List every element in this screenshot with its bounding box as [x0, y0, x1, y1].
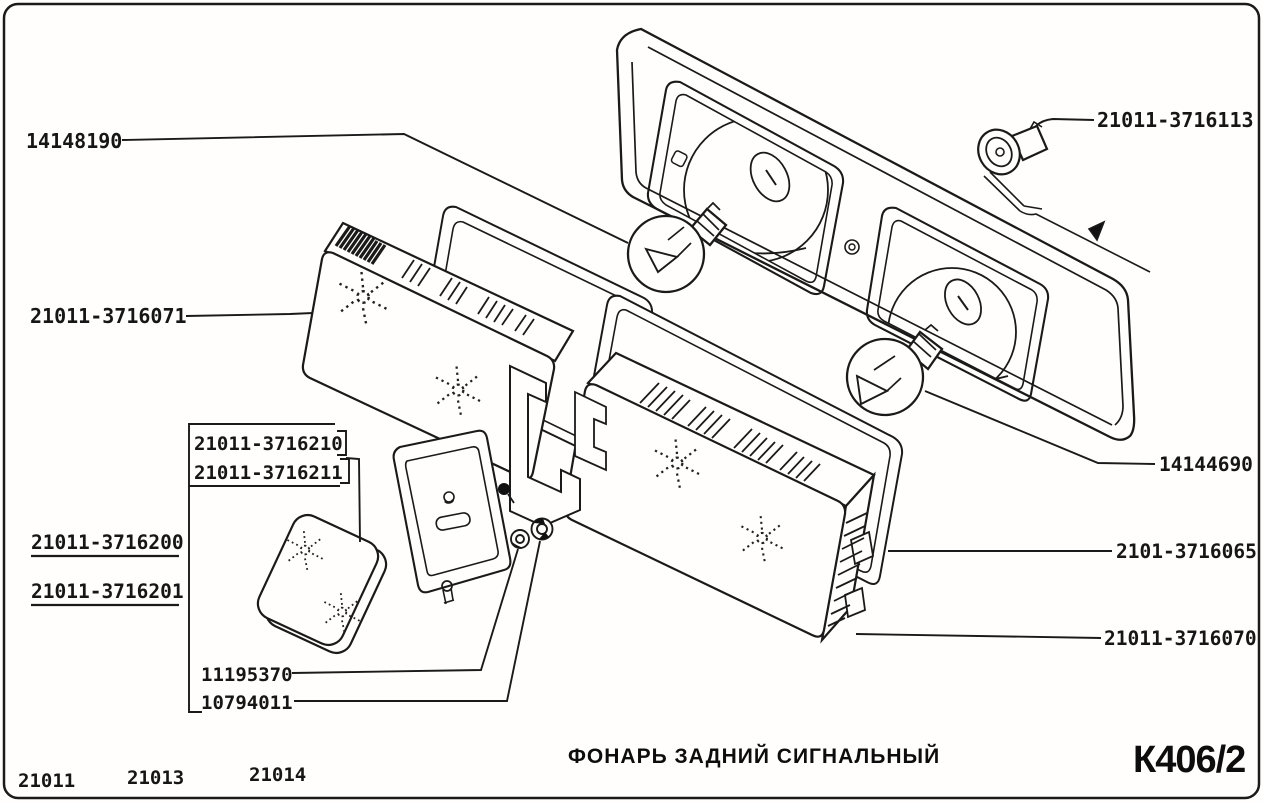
leader-washer [291, 548, 519, 674]
fasteners [510, 517, 554, 549]
slot [435, 512, 471, 531]
washer [510, 529, 530, 549]
part-label-body-variant-1: 21011-3716210 [194, 433, 343, 455]
part-label-body-variant-2: 21011-3716211 [194, 462, 343, 484]
stud [441, 580, 453, 592]
leader-socket [1035, 118, 1095, 127]
label-underlines [31, 554, 179, 607]
page-code: К406/2 [1133, 739, 1245, 781]
hatching [639, 382, 868, 627]
model-code-21014: 21014 [249, 764, 306, 786]
leader-lines [31, 118, 1156, 713]
part-label-bulb-upper: 14148190 [26, 129, 122, 153]
lamp-housing [615, 27, 1151, 441]
bulb-lower [845, 323, 944, 417]
part-label-gasket-right: 2101-3716065 [1116, 540, 1257, 563]
lens-reversing [256, 513, 388, 655]
label-group-box [188, 423, 340, 713]
screw [498, 483, 510, 495]
part-label-lens-right: 21011-3716070 [1104, 627, 1257, 650]
leader-body [345, 457, 361, 543]
diagram-title: ФОНАРЬ ЗАДНИЙ СИГНАЛЬНЫЙ [568, 744, 940, 768]
hatching [334, 225, 535, 336]
lens-right [563, 351, 876, 644]
part-label-nut: 10794011 [201, 692, 293, 714]
label-brackets [337, 430, 350, 484]
part-label-lens-left: 21011-3716071 [30, 304, 187, 328]
reversing-lamp-body [392, 429, 515, 605]
part-label-lens-reverse-1: 21011-3716200 [31, 531, 184, 554]
bulb-upper [626, 201, 728, 294]
leader-lens-right [855, 633, 1102, 639]
part-label-washer: 11195370 [201, 664, 293, 686]
leader-bulb-upper [121, 133, 629, 244]
part-label-lens-reverse-2: 21011-3716201 [31, 580, 184, 603]
leader-nut [294, 540, 541, 702]
leader-lens-left [185, 312, 314, 317]
leader-bulb-lower [924, 390, 1156, 465]
part-label-socket: 21011-3716113 [1097, 108, 1254, 132]
model-code-21013: 21013 [127, 767, 184, 789]
model-code-21011: 21011 [18, 770, 75, 792]
part-label-bulb-lower: 14144690 [1159, 453, 1253, 476]
lens-left [301, 221, 607, 528]
mounting-tab [983, 171, 1151, 273]
bulb-socket [977, 120, 1049, 176]
